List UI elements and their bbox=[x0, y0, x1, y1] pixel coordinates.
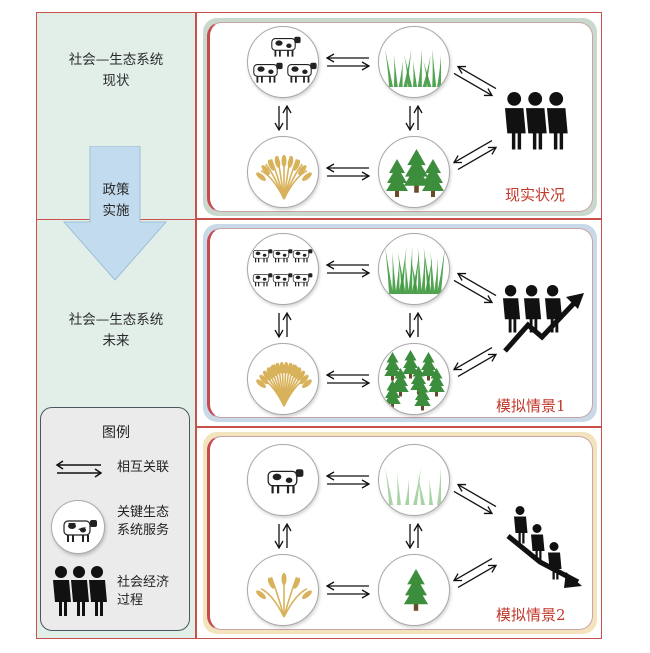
policy-arrow-icon bbox=[62, 146, 168, 281]
future-system-label: 社会—生态系统 未来 bbox=[68, 312, 164, 349]
crop-node-0 bbox=[247, 136, 319, 208]
frame-scenario-2 bbox=[196, 427, 602, 639]
legend-box: 图例 相互关联 关键生态 系统服务 bbox=[40, 407, 190, 631]
policy-label: 政策 实施 bbox=[102, 182, 130, 219]
arrow-forest-people-2 bbox=[452, 557, 498, 589]
forest-node-0 bbox=[378, 136, 450, 208]
legend-service-label: 关键生态 系统服务 bbox=[117, 505, 170, 538]
livestock-node-2 bbox=[247, 444, 319, 516]
arrow-livestock-crop-1 bbox=[274, 311, 292, 339]
arrow-grass-forest-0 bbox=[405, 104, 423, 132]
cow-icon bbox=[63, 520, 97, 542]
people-group-icon-0 bbox=[505, 92, 568, 150]
forest-node-2 bbox=[378, 554, 450, 626]
grassland-node-2 bbox=[378, 444, 450, 516]
crop-node-1 bbox=[247, 343, 319, 415]
arrow-livestock-grass-0 bbox=[325, 53, 371, 71]
scenario-label-2: 模拟情景2 bbox=[496, 606, 566, 624]
forest-node-1 bbox=[378, 343, 450, 415]
scenario-label-0: 现实状况 bbox=[505, 186, 566, 204]
scenario-label-1: 模拟情景1 bbox=[496, 397, 566, 415]
arrow-grass-people-2 bbox=[453, 483, 497, 515]
arrow-forest-people-0 bbox=[452, 139, 498, 171]
people-group-icon-2 bbox=[506, 506, 582, 588]
arrow-livestock-grass-1 bbox=[325, 260, 371, 278]
arrow-grass-people-1 bbox=[453, 272, 497, 304]
arrow-grass-people-0 bbox=[453, 65, 497, 97]
grassland-node-0 bbox=[378, 26, 450, 98]
arrow-forest-people-1 bbox=[452, 346, 498, 378]
present-system-label: 社会—生态系统 现状 bbox=[68, 52, 164, 89]
interaction-arrows-icon bbox=[55, 460, 103, 478]
legend-interaction-label: 相互关联 bbox=[117, 460, 170, 475]
livestock-node-0 bbox=[247, 26, 319, 98]
arrow-grass-forest-1 bbox=[405, 311, 423, 339]
arrow-livestock-crop-0 bbox=[274, 104, 292, 132]
legend-service-circle bbox=[51, 500, 105, 554]
frame-scenario-1 bbox=[196, 219, 602, 427]
legend-social-label: 社会经济 过程 bbox=[117, 575, 170, 608]
arrow-crop-forest-1 bbox=[325, 370, 371, 388]
arrow-livestock-crop-2 bbox=[274, 522, 292, 550]
legend-title: 图例 bbox=[102, 425, 130, 441]
frame-scenario-0 bbox=[196, 12, 602, 219]
people-icon bbox=[53, 566, 107, 616]
arrow-crop-forest-0 bbox=[325, 163, 371, 181]
livestock-node-1 bbox=[247, 233, 319, 305]
people-group-icon-1 bbox=[503, 285, 584, 353]
grassland-node-1 bbox=[378, 233, 450, 305]
crop-node-2 bbox=[247, 554, 319, 626]
arrow-grass-forest-2 bbox=[405, 522, 423, 550]
arrow-livestock-grass-2 bbox=[325, 471, 371, 489]
arrow-crop-forest-2 bbox=[325, 581, 371, 599]
